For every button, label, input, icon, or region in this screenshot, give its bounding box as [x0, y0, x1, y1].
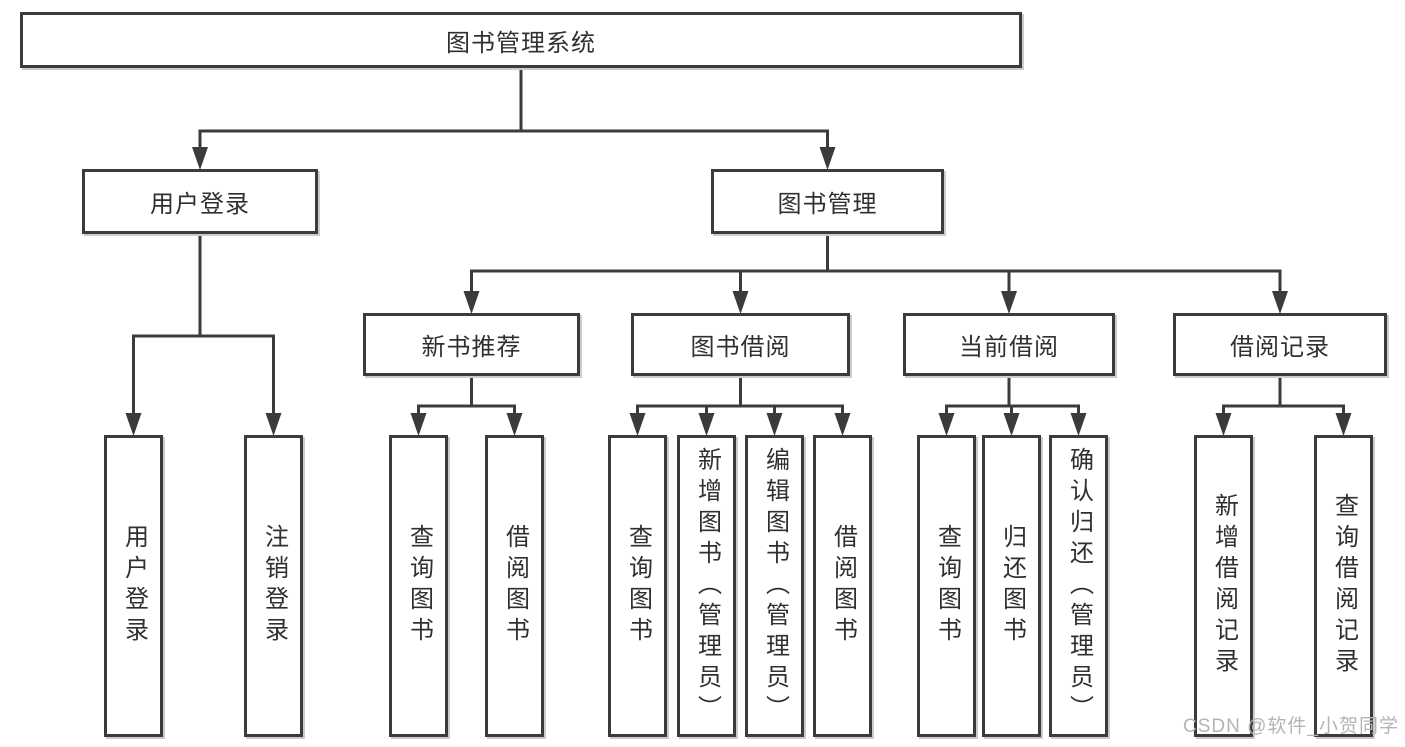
connector-current-borrow — [938, 376, 1087, 436]
node-cb-return: 归还图书 — [982, 435, 1041, 737]
connector-book-borrow — [629, 376, 851, 436]
arrowhead — [192, 147, 208, 170]
node-current-borrow: 当前借阅 — [903, 313, 1115, 376]
node-label: 查询图书 — [405, 524, 433, 648]
node-label: 用户登录 — [120, 524, 148, 648]
node-cb-confirm: 确认归还（管理员） — [1049, 435, 1108, 737]
node-label: 图书管理 — [777, 191, 878, 218]
arrowhead — [1335, 413, 1352, 436]
node-cb-query: 查询图书 — [917, 435, 976, 737]
node-label: 借阅图书 — [501, 524, 529, 648]
arrowhead — [1003, 413, 1020, 436]
arrowhead — [698, 413, 715, 436]
node-label: 新增借阅记录 — [1210, 493, 1238, 679]
watermark: CSDN @软件_小贺同学 — [1183, 716, 1399, 737]
arrowhead — [463, 291, 480, 314]
node-book-borrow: 图书借阅 — [631, 313, 850, 376]
arrowhead — [410, 413, 427, 436]
node-label: 注销登录 — [260, 524, 288, 648]
node-label: 借阅记录 — [1230, 334, 1330, 361]
node-label: 查询借阅记录 — [1330, 493, 1358, 679]
node-leaf-user-login: 用户登录 — [104, 435, 163, 737]
arrowhead — [1001, 291, 1017, 314]
node-book-mgmt: 图书管理 — [711, 169, 944, 234]
node-bb-edit: 编辑图书（管理员） — [745, 435, 804, 737]
connector-root — [192, 68, 836, 170]
connector-book-mgmt — [463, 234, 1288, 314]
node-label: 图书借阅 — [690, 334, 791, 361]
node-label: 借阅图书 — [829, 524, 857, 648]
node-nb-query: 查询图书 — [389, 435, 448, 737]
arrowhead — [629, 413, 646, 436]
node-nb-borrow: 借阅图书 — [485, 435, 544, 737]
node-br-add: 新增借阅记录 — [1194, 435, 1253, 737]
node-bb-borrow: 借阅图书 — [813, 435, 872, 737]
node-label: 编辑图书（管理员） — [761, 446, 789, 726]
arrowhead — [834, 413, 851, 436]
connector-user-login — [125, 234, 282, 436]
arrowhead — [506, 413, 523, 436]
node-label: 图书管理系统 — [446, 29, 596, 57]
node-leaf-logout: 注销登录 — [244, 435, 303, 737]
node-label: 新书推荐 — [421, 334, 522, 361]
node-label: 查询图书 — [933, 524, 961, 648]
node-br-query: 查询借阅记录 — [1314, 435, 1373, 737]
node-bb-query: 查询图书 — [608, 435, 667, 737]
node-label: 新增图书（管理员） — [693, 446, 721, 726]
arrowhead — [1215, 413, 1232, 436]
connector-new-book — [410, 376, 523, 436]
node-label: 确认归还（管理员） — [1065, 446, 1093, 726]
node-new-book: 新书推荐 — [363, 313, 580, 376]
arrowhead — [819, 147, 836, 170]
node-label: 查询图书 — [624, 524, 652, 648]
connector-borrow-record — [1215, 376, 1352, 436]
arrowhead — [938, 413, 955, 436]
arrowhead — [766, 413, 783, 436]
arrowhead — [125, 413, 142, 436]
arrowhead — [265, 413, 282, 436]
arrowhead — [1272, 291, 1288, 314]
arrowhead — [732, 291, 749, 314]
node-borrow-record: 借阅记录 — [1173, 313, 1387, 376]
node-root: 图书管理系统 — [20, 12, 1022, 68]
node-user-login: 用户登录 — [82, 169, 318, 234]
node-label: 用户登录 — [150, 191, 250, 218]
node-label: 归还图书 — [998, 524, 1026, 648]
node-label: 当前借阅 — [959, 334, 1059, 361]
node-bb-add: 新增图书（管理员） — [677, 435, 736, 737]
arrowhead — [1070, 413, 1087, 436]
